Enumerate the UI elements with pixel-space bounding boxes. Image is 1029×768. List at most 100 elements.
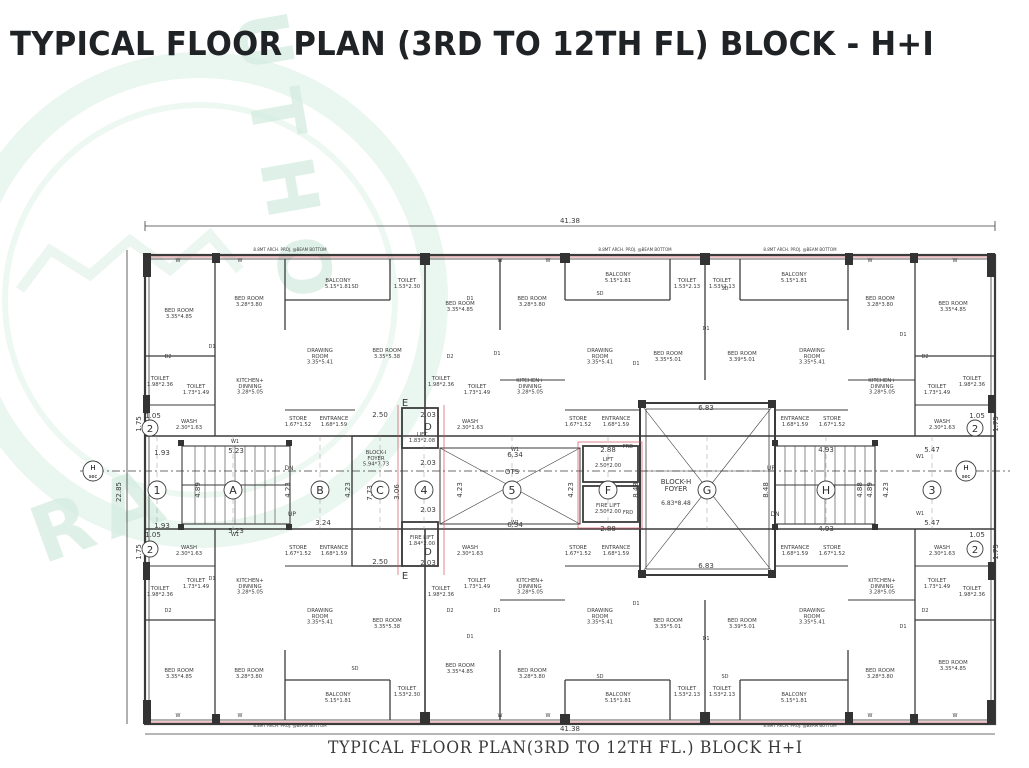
structural-column-0 [143,253,151,277]
bed-room-bottom-5: BED ROOM [865,668,895,674]
wash-bottom-2: WASH [462,545,478,551]
dim-489-r: 4.89 [866,482,874,498]
bed-room-center-bottom-2-size: 3.35*5.01 [655,624,681,630]
grid-bubble-label-C: C [376,484,384,497]
sliding-door-5: SD [351,284,358,290]
bed-room-top-5: BED ROOM [865,296,895,302]
toilet-top-6: TOILET [431,376,451,382]
entrance-bottom-3: ENTRANCE [781,545,810,551]
structural-column-13 [845,712,853,724]
kitchen-bottom-2: DINNING [518,584,541,590]
row-bubble-label: 2 [972,545,978,556]
structural-column-20 [638,400,646,408]
toilet-top-7-size: 1.73*1.49 [464,390,490,396]
grid-bubble-B [310,480,330,500]
drawing-room-bottom-2-size: 3.35*5.41 [587,620,613,626]
window-label-4: W [868,258,873,264]
dim-848-l: 8.48 [632,482,640,498]
toilet-top-3: TOILET [712,278,732,284]
toilet-top-1: TOILET [397,278,417,284]
block-h-foyer-size: 6.83*8.48 [661,500,691,507]
wash-top-2: WASH [462,419,478,425]
section-marker [955,460,977,482]
door-label-d1-1: D1 [208,576,215,582]
door-label-d1-8: D1 [899,332,906,338]
door-label-d2-1: D2 [164,608,171,614]
window-label-w1-1: W1 [511,520,519,526]
door-label-d2-5: D2 [921,608,928,614]
door-label-d2-3: D2 [446,608,453,614]
bed-room-center-bottom-1-size: 3.35*5.38 [374,624,401,630]
sliding-door-4: SD [721,286,728,292]
store-top-1-size: 1.67*1.52 [285,422,311,428]
kitchen-bottom-2: KITCHEN+ [516,578,543,584]
section-marker-label: H [963,464,968,472]
balcony-bottom-2: BALCONY [605,692,631,698]
kitchen-top-3: KITCHEN+ [868,378,895,384]
balcony-top-1: BALCONY [325,278,351,284]
sliding-door-0: SD [351,666,358,672]
row-bubble-label: 2 [147,545,153,556]
structural-column-21 [768,400,776,408]
lift-e-bottom: E [402,571,408,582]
dim-493-b: 4.93 [818,525,834,533]
wash-top-3-size: 2.30*1.63 [929,425,955,431]
door-label-d1-0: D1 [208,344,215,350]
block-i-foyer: BLOCK-I [366,450,387,456]
toilet-bottom-2-size: 1.53*2.13 [674,692,700,698]
wash-top-1: WASH [181,419,197,425]
structural-column-30 [872,440,878,446]
beam-note-bottom-left: 8.8MT ARCH. PROJ. @BEAM BOTTOM [253,723,327,728]
bed-room-bottom-6-size: 3.35*4.85 [940,666,966,672]
dim-203-4: 2.03 [420,559,436,567]
wash-bottom-2-size: 2.30*1.63 [457,551,483,557]
section-marker [82,460,104,482]
dim-175-l: 1.75 [135,416,143,432]
kitchen-top-1-size: 3.28*5.05 [237,390,263,396]
toilet-top-9: TOILET [962,376,982,382]
structural-column-8 [420,253,430,265]
grid-bubble-5 [502,480,522,500]
window-label-11: W [953,713,958,719]
dim-175-rb: 1.75 [992,544,1000,560]
window-label-w1-4: W1 [231,439,239,445]
dim-634-b: 6.34 [507,521,523,529]
bed-room-center-top-1: BED ROOM [372,348,402,354]
kitchen-bottom-3-size: 3.28*5.05 [869,590,895,596]
toilet-top-8-size: 1.73*1.49 [924,390,950,396]
stair-up-left: UP [288,511,296,518]
dim-423-1: 4.23 [284,482,292,498]
dim-203-2: 2.03 [420,459,436,467]
toilet-bottom-2: TOILET [677,686,697,692]
drawing-room-bottom-1-size: 3.35*5.41 [307,620,333,626]
toilet-bottom-4-size: 1.98*2.36 [147,592,174,598]
structural-column-14 [212,253,220,263]
bed-room-center-bottom-1: BED ROOM [372,618,402,624]
structural-column-3 [987,700,995,724]
grid-bubble-label-4: 4 [421,484,428,497]
dim-773: 7.73 [366,485,374,501]
window-label-3: W [546,258,551,264]
kitchen-top-2: KITCHEN+ [516,378,543,384]
structural-column-24 [178,440,184,446]
section-marker-label: H [90,464,95,472]
bed-room-bottom-1-size: 3.35*4.85 [166,674,192,680]
dim-105-tl: 1.05 [145,412,161,420]
dim-423-4: 4.23 [567,482,575,498]
overall-width-bottom: 41.38 [560,725,580,733]
drawing-room-bottom-3: DRAWING [799,608,825,614]
dim-848-r: 8.48 [762,482,770,498]
door-label-d1-2: D1 [466,296,473,302]
structural-column-10 [700,253,710,265]
bed-room-bottom-2-size: 3.28*3.80 [236,674,263,680]
kitchen-bottom-3: DINNING [870,584,893,590]
block-i-foyer: FOYER [367,456,385,462]
window-label-7: W [238,713,243,719]
fire-lift-h-size: 2.50*2.00 [595,509,622,515]
bed-room-center-top-3: BED ROOM [727,351,757,357]
structural-column-25 [178,524,184,530]
structural-column-27 [286,524,292,530]
row-bubble [141,540,159,558]
sliding-door-1: SD [596,674,603,680]
dim-288-b: 2.88 [600,525,616,533]
